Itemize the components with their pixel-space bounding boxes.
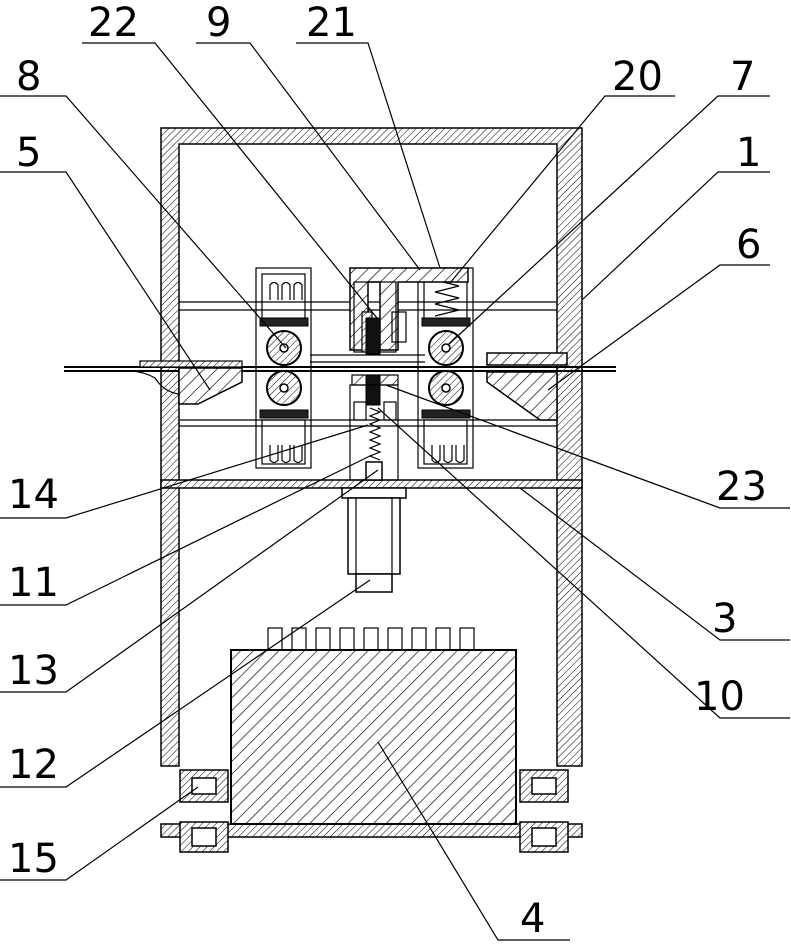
label-21: 21	[306, 0, 357, 46]
label-11: 11	[8, 560, 59, 606]
label-13: 13	[8, 648, 59, 694]
label-5: 5	[16, 130, 41, 176]
left-guide-block	[131, 361, 242, 404]
label-20: 20	[612, 54, 663, 100]
central-cutter	[310, 318, 425, 480]
right-guide-block	[487, 353, 567, 420]
label-1: 1	[736, 130, 761, 176]
label-8: 8	[16, 54, 41, 100]
lead-screw	[366, 408, 382, 480]
label-12: 12	[8, 742, 59, 788]
label-6: 6	[736, 222, 761, 268]
right-wheel	[520, 770, 568, 852]
label-10: 10	[694, 674, 745, 720]
label-3: 3	[712, 596, 737, 642]
label-4: 4	[520, 896, 545, 942]
sheet-material	[64, 367, 616, 371]
label-14: 14	[8, 472, 59, 518]
label-15: 15	[8, 836, 59, 882]
main-block	[231, 628, 516, 824]
partition-plate	[161, 480, 582, 488]
left-wheel	[180, 770, 228, 852]
label-7: 7	[730, 54, 755, 100]
motor	[342, 488, 406, 592]
label-9: 9	[206, 0, 231, 46]
label-23: 23	[716, 464, 767, 510]
label-22: 22	[88, 0, 139, 46]
